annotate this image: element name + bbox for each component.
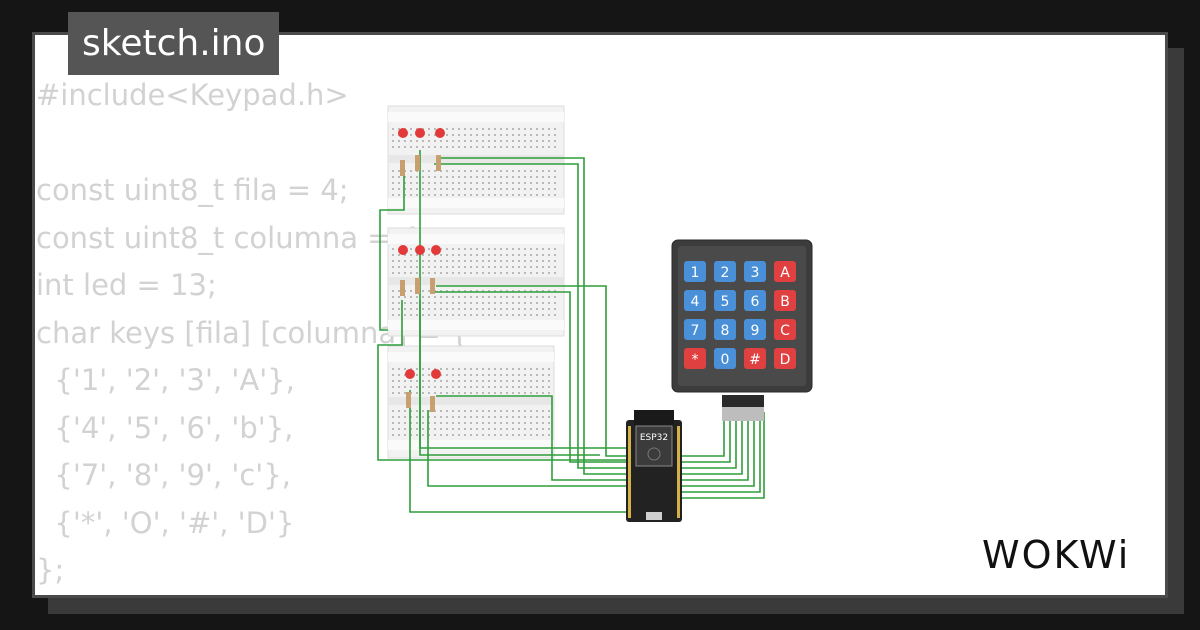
keypad-key-label: D	[780, 352, 791, 368]
code-editor: #include<Keypad.h> const uint8_t fila = …	[36, 72, 469, 595]
keypad-key-label: 6	[751, 294, 760, 310]
keypad[interactable]: 1 2 3 A 4 5 6 B 7 8 9 C * 0 # D	[671, 239, 813, 421]
keypad-key-9[interactable]	[744, 319, 766, 340]
keypad-key-label: B	[780, 294, 790, 310]
breadboard-bottom[interactable]	[387, 345, 555, 459]
keypad-key-C[interactable]	[774, 319, 796, 340]
keypad-key-label: 7	[691, 323, 700, 339]
code-line: {'7', '8', '9', 'c'},	[36, 458, 291, 492]
keypad-key-label: C	[780, 323, 790, 339]
keypad-key-label: 0	[721, 352, 730, 368]
esp32-label: ESP32	[640, 433, 668, 443]
keypad-key-label: 9	[751, 323, 760, 339]
keypad-key-3[interactable]	[744, 261, 766, 282]
code-line: };	[36, 553, 65, 587]
keypad-key-label: #	[749, 352, 761, 368]
keypad-key-4[interactable]	[684, 290, 706, 311]
keypad-key-label: 5	[721, 294, 730, 310]
keypad-key-label: 1	[691, 265, 700, 281]
led-row-3[interactable]	[405, 369, 441, 412]
code-line: {'*', 'O', '#', 'D'}	[36, 505, 295, 540]
keypad-key-label: 2	[721, 265, 730, 281]
keypad-key-#[interactable]	[744, 348, 766, 369]
preview-card	[32, 32, 1168, 598]
keypad-key-label: *	[692, 352, 699, 368]
code-line: const uint8_t fila = 4;	[36, 173, 349, 207]
wokwi-logo: WOKWi	[982, 533, 1130, 577]
keypad-key-label: 3	[751, 265, 760, 281]
code-line: {'1', '2', '3', 'A'},	[36, 363, 295, 397]
wokwi-brand-text: WOKWi	[982, 533, 1130, 577]
code-line: char keys [fila] [columna] = {	[36, 315, 469, 350]
keypad-key-A[interactable]	[774, 261, 796, 282]
esp32-board[interactable]: ESP32	[626, 410, 682, 522]
keypad-key-D[interactable]	[774, 348, 796, 369]
keypad-key-6[interactable]	[744, 290, 766, 311]
keypad-key-*[interactable]	[684, 348, 706, 369]
code-line: {'4', '5', '6', 'b'},	[36, 410, 294, 445]
keypad-key-1[interactable]	[684, 261, 706, 282]
keypad-key-label: A	[780, 265, 790, 281]
code-line: #include<Keypad.h>	[36, 78, 349, 112]
led-row-2[interactable]	[398, 245, 441, 296]
keypad-key-0[interactable]	[714, 348, 736, 369]
keypad-key-7[interactable]	[684, 319, 706, 340]
keypad-key-label: 8	[721, 323, 730, 339]
keypad-key-B[interactable]	[774, 290, 796, 311]
keypad-key-5[interactable]	[714, 290, 736, 311]
keypad-key-2[interactable]	[714, 261, 736, 282]
breadboard-middle[interactable]	[387, 227, 565, 337]
led-row-1[interactable]	[398, 128, 445, 176]
keypad-key-8[interactable]	[714, 319, 736, 340]
keypad-key-label: 4	[691, 294, 700, 310]
code-line: int led = 13;	[36, 268, 217, 302]
file-tab[interactable]: sketch.ino	[68, 12, 280, 75]
wires	[377, 150, 765, 513]
breadboard-top[interactable]	[387, 105, 565, 215]
